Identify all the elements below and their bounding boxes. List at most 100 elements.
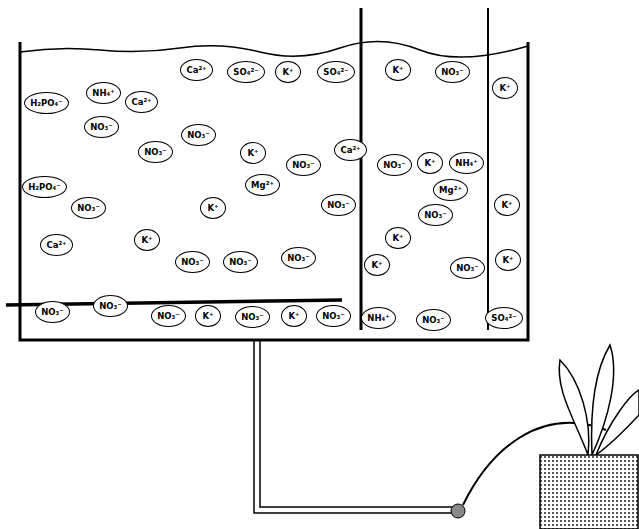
ion-oval: K⁺ [195, 305, 221, 327]
ion-label: K⁺ [499, 84, 510, 93]
ion-label: K⁺ [282, 68, 293, 77]
leaf [559, 360, 589, 455]
ion-oval: NH₄⁺ [449, 152, 484, 174]
ion-oval: K⁺ [275, 61, 301, 83]
ion-oval: K⁺ [240, 142, 266, 164]
ion-label: Ca²⁺ [186, 66, 206, 75]
ion-oval: NO₃⁻ [321, 194, 356, 216]
ion-label: NO₃⁻ [383, 161, 406, 170]
ion-oval: SO₄²⁻ [227, 61, 265, 83]
ion-label: K⁺ [392, 234, 403, 243]
ion-label: NH₄⁺ [455, 159, 477, 168]
ion-label: NO₃⁻ [181, 258, 204, 267]
pump [451, 504, 465, 518]
water-surface [20, 41, 528, 57]
ion-label: NO₃⁻ [157, 312, 180, 321]
ion-oval: NH₄⁺ [86, 82, 121, 104]
ion-label: Ca²⁺ [131, 98, 151, 107]
ion-oval: NO₃⁻ [416, 309, 451, 331]
ion-label: K⁺ [424, 159, 435, 168]
ion-oval: K⁺ [492, 77, 518, 99]
ion-label: NO₃⁻ [322, 312, 345, 321]
ion-oval: SO₄²⁻ [485, 307, 523, 329]
ion-label: NO₃⁻ [422, 316, 445, 325]
ion-label: SO₄²⁻ [323, 68, 348, 77]
ion-label: NO₃⁻ [424, 211, 447, 220]
ion-label: K⁺ [141, 236, 152, 245]
ion-oval: Ca²⁺ [125, 91, 158, 113]
ion-oval: NO₃⁻ [235, 306, 270, 328]
pipe [260, 340, 452, 507]
ion-oval: NO₃⁻ [281, 247, 316, 269]
ion-label: Mg²⁺ [251, 181, 274, 190]
ion-label: NH₄⁺ [92, 89, 114, 98]
ion-oval: H₂PO₄⁻ [24, 92, 69, 114]
ion-oval: K⁺ [281, 305, 307, 327]
ion-oval: K⁺ [495, 249, 521, 271]
ion-oval: NO₃⁻ [151, 305, 186, 327]
vertical-electrode [360, 8, 363, 330]
ion-label: NO₃⁻ [292, 161, 315, 170]
ion-label: K⁺ [207, 204, 218, 213]
ion-oval: K⁺ [385, 227, 411, 249]
ion-oval: Ca²⁺ [180, 59, 213, 81]
ion-oval: K⁺ [494, 194, 520, 216]
ion-oval: NO₃⁻ [175, 251, 210, 273]
ion-oval: H₂PO₄⁻ [22, 176, 67, 198]
ion-label: NO₃⁻ [441, 68, 464, 77]
ion-oval: NO₃⁻ [35, 301, 70, 323]
ion-label: NO₃⁻ [77, 204, 100, 213]
ion-label: K⁺ [502, 256, 513, 265]
ion-label: NO₃⁻ [229, 258, 252, 267]
ion-oval: K⁺ [417, 152, 443, 174]
ion-oval: Mg²⁺ [245, 174, 280, 196]
ion-label: SO₄²⁻ [233, 68, 258, 77]
pipe [254, 340, 452, 513]
ion-oval: NO₃⁻ [223, 251, 258, 273]
ion-oval: NH₄⁺ [361, 307, 396, 329]
ion-oval: NO₃⁻ [316, 305, 351, 327]
leaf [596, 390, 639, 455]
ion-label: NO₃⁻ [187, 131, 210, 140]
ion-label: NO₃⁻ [287, 254, 310, 263]
ion-label: NH₄⁺ [367, 314, 389, 323]
ion-label: SO₄²⁻ [491, 314, 516, 323]
ion-label: NO₃⁻ [456, 264, 479, 273]
ion-oval: NO₃⁻ [93, 295, 128, 317]
ion-oval: Ca²⁺ [334, 139, 367, 161]
ion-oval: NO₃⁻ [418, 204, 453, 226]
ion-oval: K⁺ [134, 229, 160, 251]
ion-label: NO₃⁻ [99, 302, 122, 311]
ion-oval: Mg²⁺ [433, 179, 468, 201]
ion-label: K⁺ [371, 261, 382, 270]
ion-oval: NO₃⁻ [450, 257, 485, 279]
ion-oval: SO₄²⁻ [317, 61, 355, 83]
ion-oval: NO₃⁻ [435, 61, 470, 83]
ion-oval: NO₃⁻ [181, 124, 216, 146]
vertical-electrode [487, 8, 489, 330]
ion-oval: NO₃⁻ [286, 154, 321, 176]
ion-label: H₂PO₄⁻ [28, 183, 61, 192]
ion-label: Ca²⁺ [340, 146, 360, 155]
ion-label: NO₃⁻ [327, 201, 350, 210]
ion-label: H₂PO₄⁻ [30, 99, 63, 108]
ion-label: Ca²⁺ [46, 241, 66, 250]
tank-wall [20, 42, 528, 340]
ion-oval: NO₃⁻ [71, 197, 106, 219]
ion-oval: NO₃⁻ [138, 141, 173, 163]
ion-label: K⁺ [288, 312, 299, 321]
ion-label: K⁺ [202, 312, 213, 321]
ion-oval: K⁺ [364, 254, 390, 276]
ion-label: NO₃⁻ [90, 123, 113, 132]
ion-label: K⁺ [501, 201, 512, 210]
ion-label: Mg²⁺ [439, 186, 462, 195]
ion-oval: NO₃⁻ [377, 154, 412, 176]
ion-oval: Ca²⁺ [40, 234, 73, 256]
ion-label: K⁺ [247, 149, 258, 158]
pot [540, 455, 638, 529]
ion-label: K⁺ [392, 66, 403, 75]
ion-oval: K⁺ [385, 59, 411, 81]
ion-label: NO₃⁻ [41, 308, 64, 317]
